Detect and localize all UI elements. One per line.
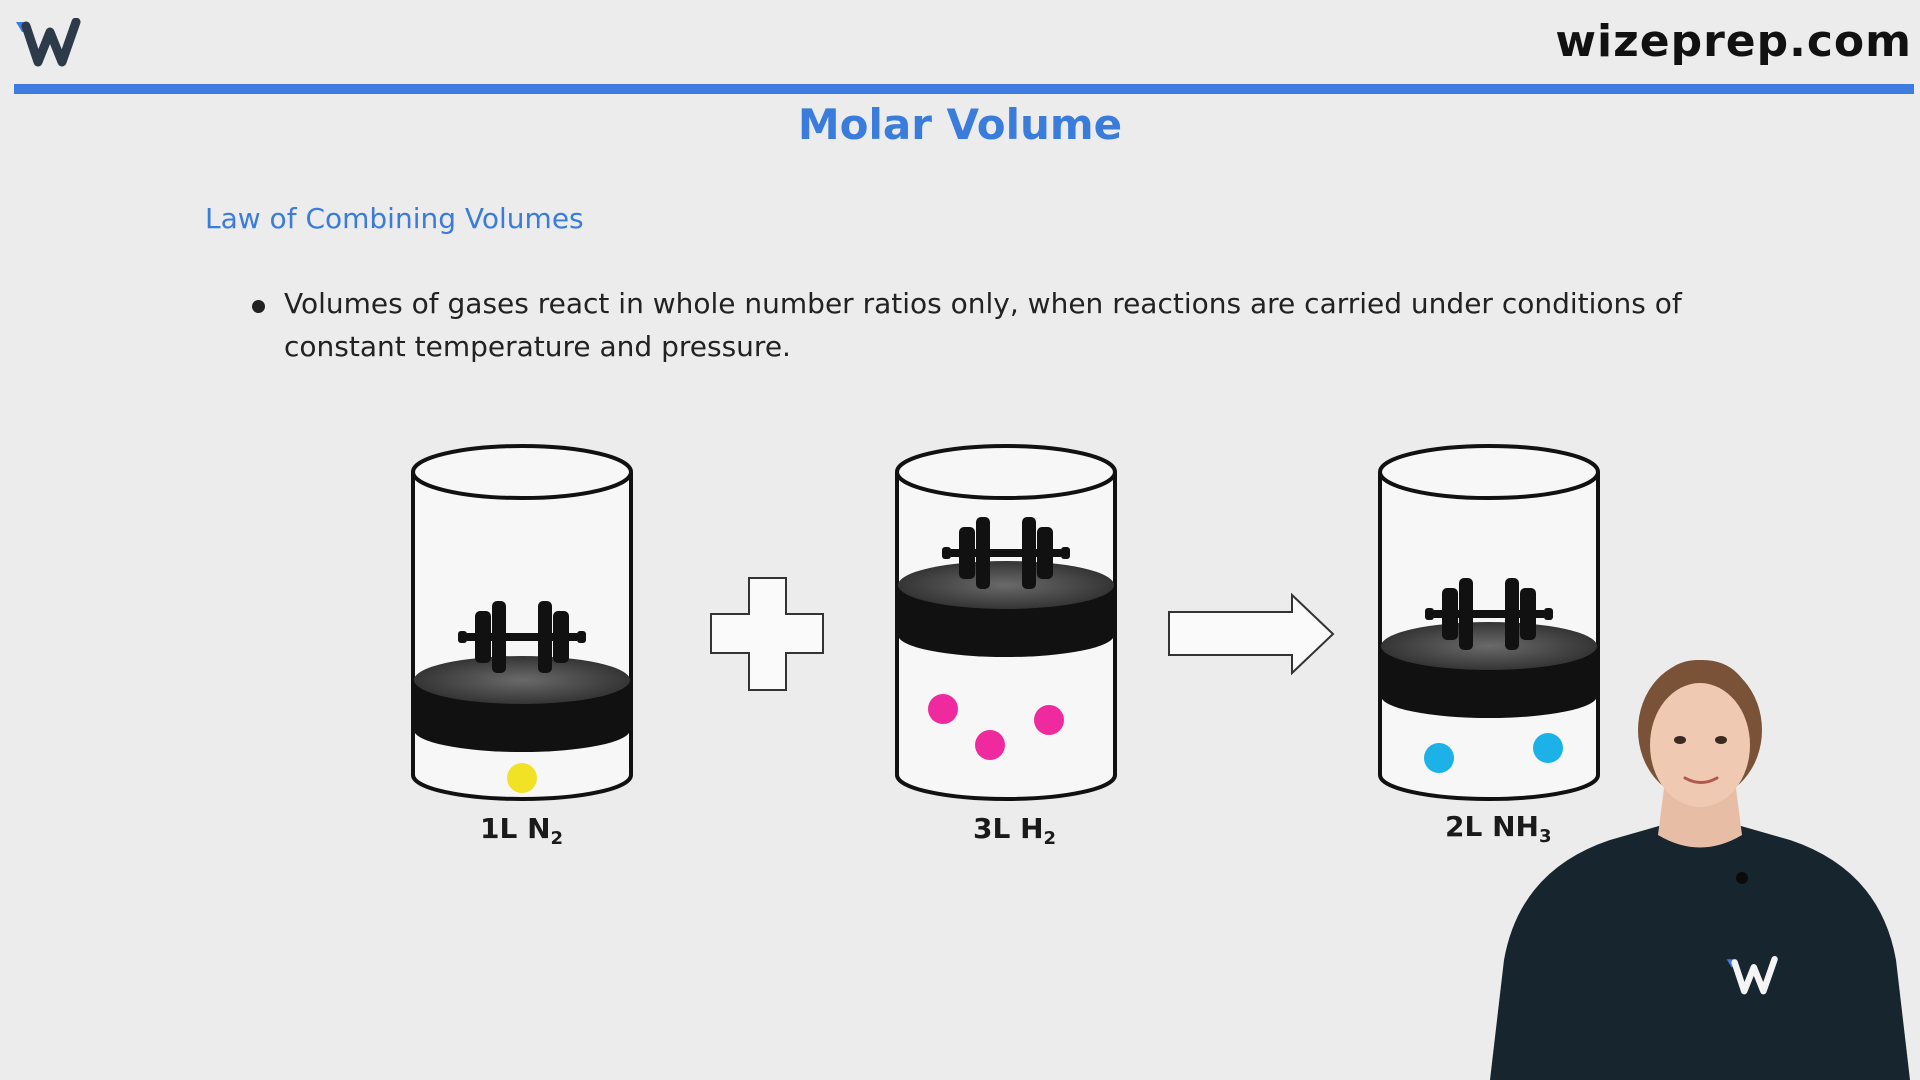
label-subscript: 3 xyxy=(1538,826,1552,847)
container-n2 xyxy=(411,444,633,801)
label-volume: 3L xyxy=(973,812,1011,845)
h2-particle xyxy=(1034,705,1064,735)
container-h2 xyxy=(895,444,1117,801)
bullet-dot xyxy=(252,300,265,313)
label-volume: 2L xyxy=(1445,810,1483,843)
presenter-shirt xyxy=(1490,820,1910,1080)
container-nh3 xyxy=(1378,444,1600,801)
h2-particle xyxy=(928,694,958,724)
bullet-item: Volumes of gases react in whole number r… xyxy=(248,282,1788,368)
nh3-particle xyxy=(1533,733,1563,763)
label-nh3: 2L NH3 xyxy=(1445,810,1551,847)
label-formula: NH xyxy=(1492,810,1539,843)
section-heading: Law of Combining Volumes xyxy=(205,202,584,235)
label-subscript: 2 xyxy=(1043,828,1057,849)
nh3-particle xyxy=(1424,743,1454,773)
wizeprep-logo-icon xyxy=(1726,956,1778,995)
label-subscript: 2 xyxy=(550,828,564,849)
label-h2: 3L H2 xyxy=(973,812,1056,849)
bullet-text: Volumes of gases react in whole number r… xyxy=(284,287,1682,363)
wizeprep-logo-icon xyxy=(16,18,81,67)
label-n2: 1L N2 xyxy=(480,812,563,849)
presenter-face xyxy=(1650,683,1750,807)
label-volume: 1L xyxy=(480,812,518,845)
arrow-right-icon xyxy=(1168,592,1335,676)
header-rule xyxy=(14,84,1914,94)
site-name: wizeprep.com xyxy=(1555,16,1912,67)
slide-title: Molar Volume xyxy=(797,100,1123,149)
plus-icon xyxy=(710,577,824,691)
label-formula: N xyxy=(527,812,551,845)
h2-particle xyxy=(975,730,1005,760)
n2-particle xyxy=(507,763,537,793)
label-formula: H xyxy=(1020,812,1044,845)
presenter-video xyxy=(1490,660,1910,1080)
